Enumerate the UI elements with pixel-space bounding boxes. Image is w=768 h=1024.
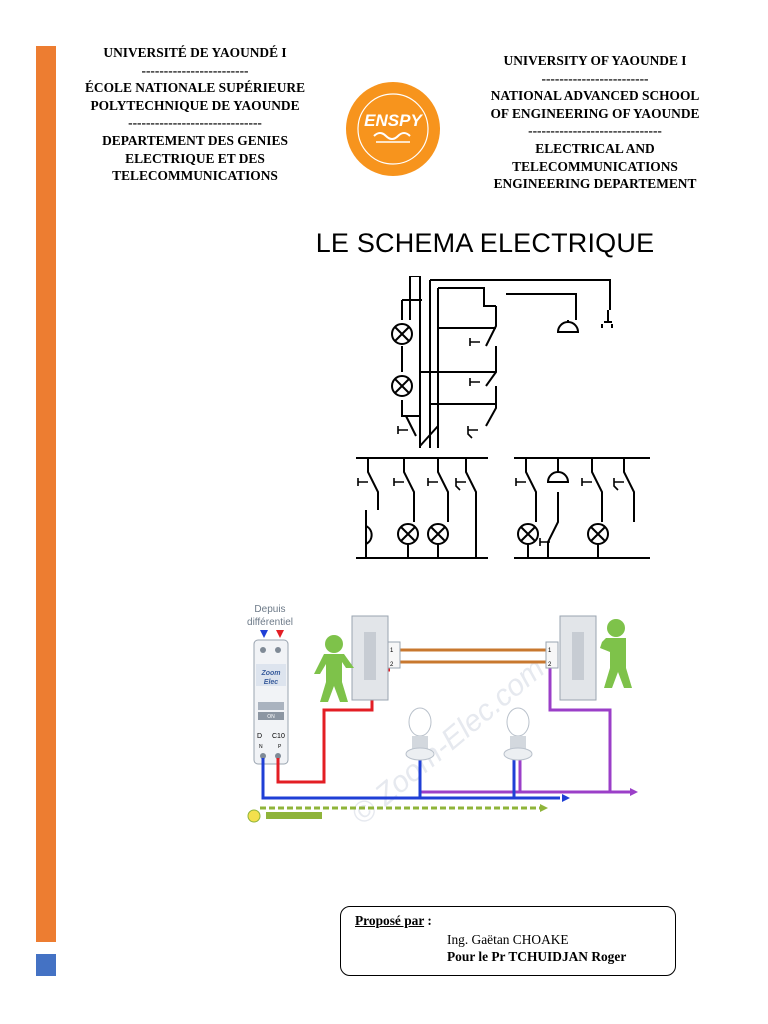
svg-text:ON: ON: [267, 714, 275, 720]
source-label-line2: différentiel: [247, 617, 293, 628]
source-label-line1: Depuis: [254, 604, 285, 615]
svg-text:1: 1: [390, 648, 394, 654]
two-way-switch-right: 1 2: [545, 615, 597, 701]
svg-text:P: P: [278, 744, 282, 750]
credit-professor: Pour le Pr TCHUIDJAN Roger: [447, 949, 627, 964]
person-figure-left: [314, 635, 354, 702]
top-circuit-schematic: [391, 276, 613, 448]
header-left-french: UNIVERSITÉ DE YAOUNDÉ I ----------------…: [70, 44, 320, 185]
credit-engineer: Ing. Gaëtan CHOAKE: [447, 932, 569, 947]
header-separator: ------------------------: [541, 70, 649, 86]
header-right-english: UNIVERSITY OF YAOUNDE I ----------------…: [470, 52, 720, 193]
header-line: UNIVERSITÉ DE YAOUNDÉ I: [103, 45, 287, 60]
document-title: LE SCHEMA ELECTRIQUE: [315, 228, 655, 258]
svg-text:2: 2: [548, 662, 552, 668]
header-line: NATIONAL ADVANCED SCHOOL: [490, 88, 700, 104]
header-line: POLYTECHNIQUE DE YAOUNDE: [90, 97, 300, 113]
header-line: DEPARTEMENT DES GENIES: [102, 132, 288, 148]
header-line: TELECOMMUNICATIONS: [512, 158, 678, 174]
blue-corner-square: [36, 954, 56, 976]
credit-box: Proposé par : Ing. Gaëtan CHOAKE Pour le…: [340, 906, 676, 976]
header-line: OF ENGINEERING OF YAOUNDE: [490, 105, 700, 121]
svg-text:Zoom: Zoom: [260, 670, 280, 677]
svg-text:1: 1: [548, 648, 552, 654]
header-separator: ------------------------: [141, 62, 249, 78]
lamp-right: [503, 707, 533, 761]
header-line: ELECTRIQUE ET DES: [125, 150, 265, 166]
svg-text:Elec: Elec: [264, 679, 279, 686]
wiring-illustration: © Zoom-Elec.com Depuis différentiel Zoom…: [247, 604, 638, 832]
enspy-logo: ENSPY: [346, 82, 440, 176]
header-line: ÉCOLE NATIONALE SUPÉRIEURE: [85, 80, 305, 96]
circuit-breaker: Zoom Elec ON D C10 N P: [253, 639, 289, 765]
header-separator: ------------------------------: [128, 115, 262, 131]
credit-label: Proposé par :: [355, 913, 432, 928]
two-way-switch-left: 1 2: [351, 615, 401, 701]
svg-text:2: 2: [390, 662, 394, 668]
header-separator: ------------------------------: [528, 123, 662, 139]
header-line: ENGINEERING DEPARTEMENT: [493, 176, 697, 192]
svg-text:D: D: [257, 733, 262, 740]
header-line: ELECTRICAL AND: [535, 140, 655, 156]
svg-text:C10: C10: [272, 733, 285, 740]
header-line: TELECOMMUNICATIONS: [112, 168, 278, 184]
header-line: UNIVERSITY OF YAOUNDE I: [503, 53, 687, 68]
lamp-left: [405, 707, 435, 761]
logo-text: ENSPY: [364, 111, 423, 130]
svg-text:N: N: [259, 744, 263, 750]
orange-side-bar: [36, 46, 56, 942]
person-figure-right: [600, 619, 632, 688]
bottom-circuit-schematics: [356, 457, 650, 559]
